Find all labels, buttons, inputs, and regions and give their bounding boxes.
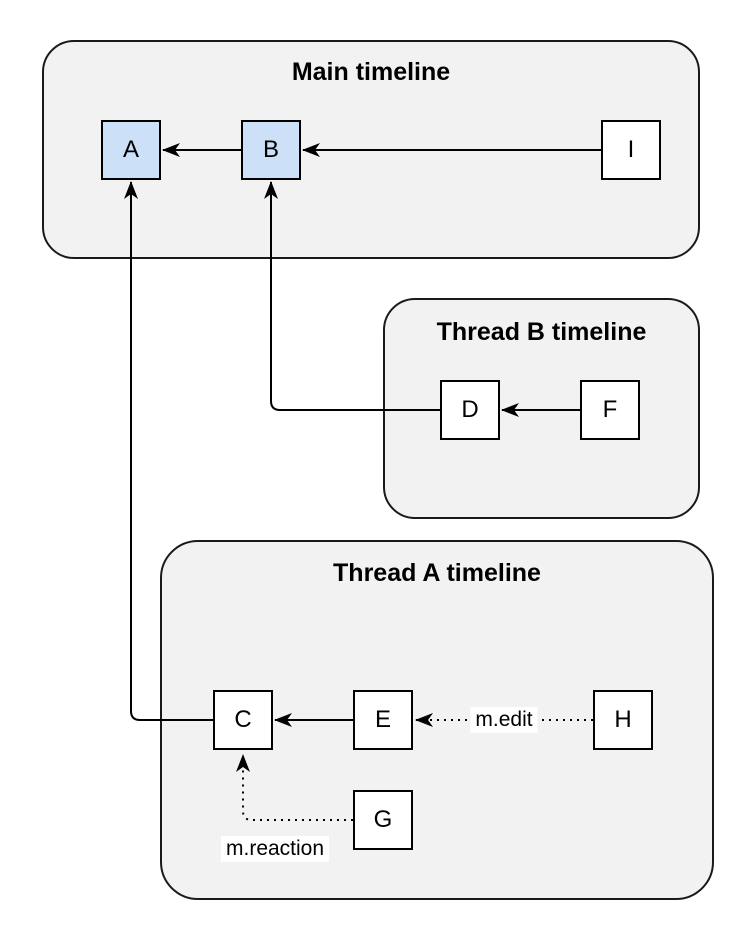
node-f: F [580, 380, 640, 440]
node-h-label: H [614, 706, 632, 733]
node-c-label: C [234, 706, 252, 733]
node-f-label: F [602, 396, 618, 423]
main-timeline-title: Main timeline [291, 58, 451, 86]
node-d: D [440, 380, 500, 440]
node-a: A [101, 120, 161, 180]
node-a-label: A [122, 136, 139, 163]
thread-b-timeline-title: Thread B timeline [436, 318, 647, 346]
node-c: C [213, 690, 273, 750]
node-h: H [593, 690, 653, 750]
node-i: I [601, 120, 661, 180]
edge-label-m-edit: m.edit [470, 706, 538, 734]
node-e-label: E [374, 706, 391, 733]
node-i-label: I [627, 136, 635, 163]
node-g: G [353, 790, 413, 850]
node-g-label: G [373, 806, 393, 833]
node-e: E [353, 690, 413, 750]
container-thread-b-timeline: Thread B timeline [383, 298, 700, 519]
node-b: B [241, 120, 301, 180]
node-b-label: B [262, 136, 279, 163]
thread-a-timeline-title: Thread A timeline [333, 559, 541, 587]
edge-label-m-reaction: m.reaction [221, 836, 330, 863]
node-d-label: D [461, 396, 479, 423]
